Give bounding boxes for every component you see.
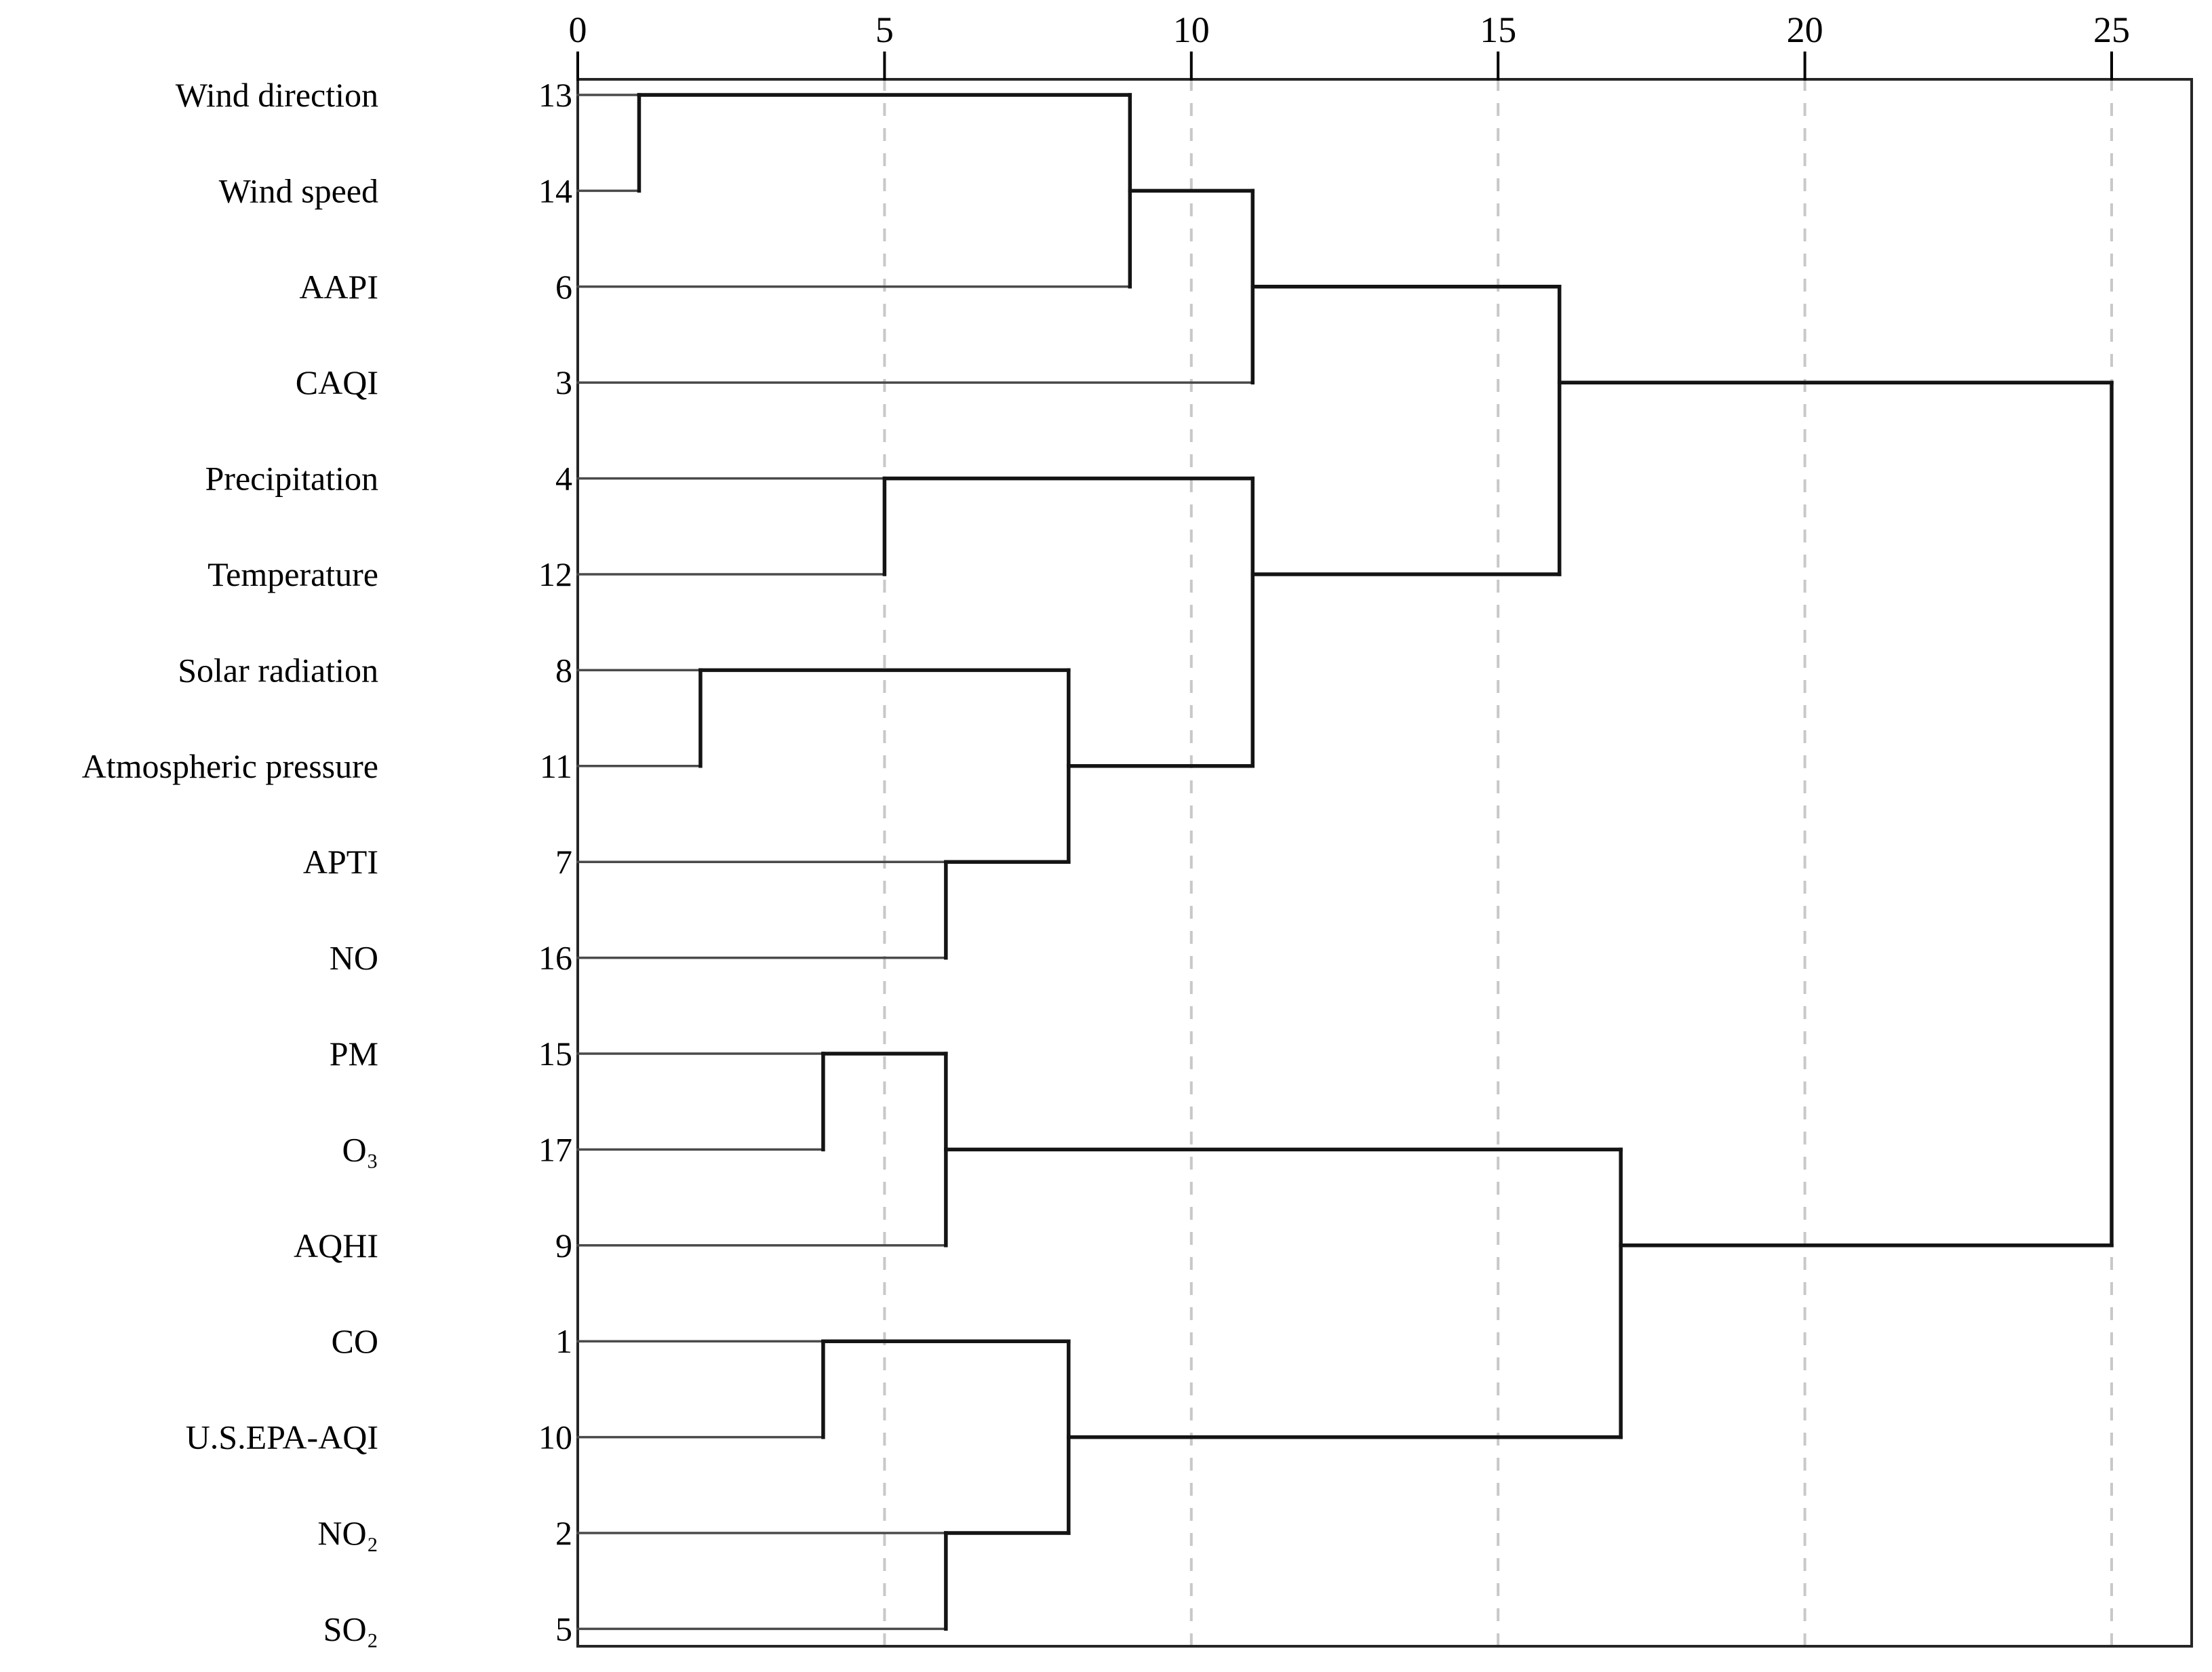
leaf-label: NO₂ (317, 1514, 378, 1552)
leaf-label: APTI (303, 843, 378, 881)
leaf-label: AAPI (299, 268, 378, 306)
case-number-label: 11 (540, 747, 572, 785)
case-number-label: 17 (538, 1130, 572, 1168)
x-tick-label: 5 (875, 9, 894, 50)
case-number-label: 13 (538, 76, 572, 114)
case-number-label: 16 (538, 939, 572, 977)
x-tick-label: 15 (1480, 9, 1516, 50)
x-tick-label: 0 (569, 9, 587, 50)
leaf-label: PM (330, 1035, 378, 1073)
leaf-label: O₃ (342, 1130, 378, 1168)
leaf-label: Solar radiation (178, 651, 378, 689)
leaf-label: Temperature (208, 555, 378, 593)
case-number-label: 8 (555, 651, 572, 689)
leaf-label: Wind direction (176, 76, 378, 114)
case-number-label: 2 (555, 1514, 572, 1552)
case-number-label: 14 (538, 172, 572, 210)
case-number-label: 7 (555, 843, 572, 881)
case-number-label: 10 (538, 1418, 572, 1456)
case-number-label: 1 (555, 1322, 572, 1360)
case-number-label: 4 (555, 460, 572, 498)
leaf-label: Atmospheric pressure (82, 747, 378, 785)
case-number-label: 3 (555, 363, 572, 401)
leaf-label: Wind speed (219, 172, 378, 210)
x-tick-label: 20 (1787, 9, 1823, 50)
leaf-label: NO (330, 939, 378, 977)
case-number-label: 5 (555, 1610, 572, 1648)
leaf-label: U.S.EPA-AQI (186, 1418, 378, 1456)
case-number-label: 15 (538, 1035, 572, 1073)
x-tick-label: 25 (2093, 9, 2130, 50)
leaf-label: CAQI (296, 363, 378, 401)
case-number-label: 9 (555, 1227, 572, 1265)
leaf-label: AQHI (294, 1227, 378, 1265)
case-number-label: 6 (555, 268, 572, 306)
leaf-label: SO₂ (323, 1610, 378, 1648)
case-number-label: 12 (538, 555, 572, 593)
x-tick-label: 10 (1173, 9, 1210, 50)
leaf-label: Precipitation (205, 460, 379, 498)
leaf-label: CO (332, 1322, 378, 1360)
